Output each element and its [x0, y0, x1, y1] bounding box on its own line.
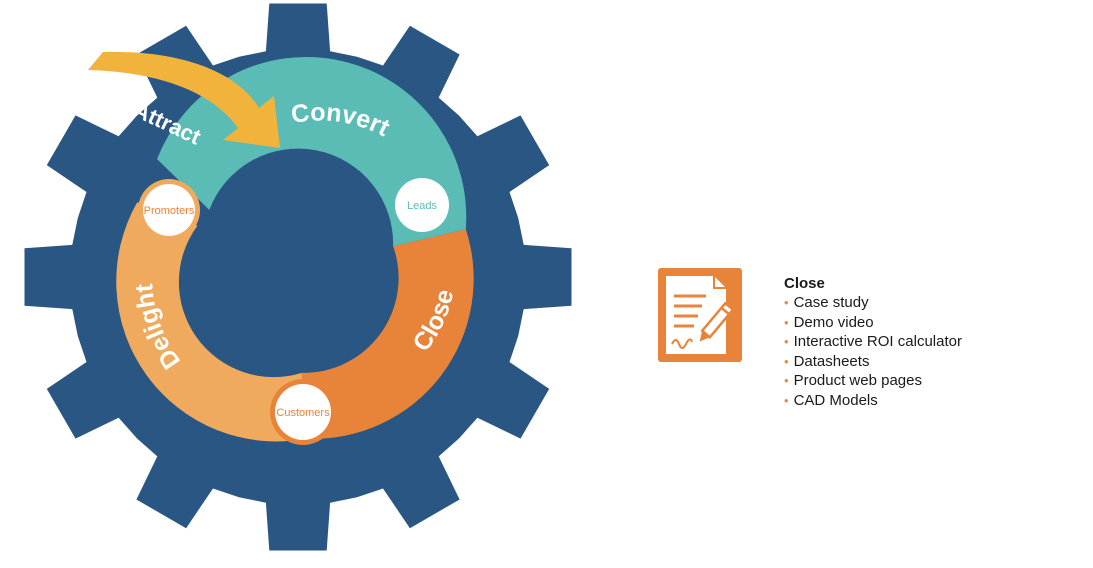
panel-item: •Demo video: [784, 313, 962, 333]
close-info-panel: Close •Case study •Demo video •Interacti…: [658, 268, 962, 410]
panel-item-text: Demo video: [793, 313, 874, 331]
promoters-node: Promoters: [138, 179, 200, 241]
leads-node: Leads: [390, 173, 454, 237]
document-pen-icon: [658, 268, 742, 362]
panel-title: Close: [784, 275, 825, 292]
bullet-icon: •: [784, 392, 789, 408]
bullet-icon: •: [784, 314, 789, 330]
customers-label: Customers: [276, 407, 330, 419]
close-info-text: Close •Case study •Demo video •Interacti…: [784, 274, 962, 410]
panel-item: •CAD Models: [784, 391, 962, 411]
bullet-icon: •: [784, 295, 789, 310]
delight-segment: [116, 202, 307, 442]
panel-item-text: CAD Models: [793, 391, 878, 409]
panel-item-text: Interactive ROI calculator: [793, 333, 962, 350]
bullet-icon: •: [784, 353, 789, 369]
panel-item: • Product web pages: [784, 371, 962, 391]
close-segment: [301, 229, 474, 439]
promoters-label: Promoters: [144, 205, 195, 217]
customers-node: Customers: [270, 379, 336, 445]
panel-item-text: Datasheets: [793, 352, 870, 370]
panel-item: • Interactive ROI calculator: [784, 332, 962, 352]
panel-item-text: Case study: [793, 294, 869, 311]
leads-label: Leads: [407, 200, 437, 212]
panel-list: •Case study •Demo video •Interactive ROI…: [784, 293, 962, 410]
panel-item: • Case study: [784, 293, 962, 313]
panel-item-text: Product web pages: [793, 372, 922, 389]
bullet-icon: •: [784, 373, 789, 388]
bullet-icon: •: [784, 334, 789, 349]
panel-item: •Datasheets: [784, 352, 962, 372]
attract-arrow: [88, 51, 280, 148]
